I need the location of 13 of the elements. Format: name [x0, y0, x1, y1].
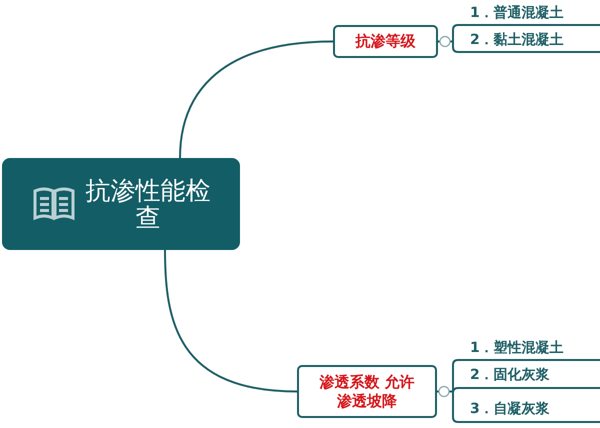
topic-text: 2．黏土混凝土 — [470, 30, 564, 48]
topic-text: 抗渗性能检查 — [86, 176, 210, 232]
topic-text: 1．塑性混凝土 — [470, 339, 564, 357]
topic-box — [297, 365, 437, 418]
topic-box — [333, 25, 438, 58]
topic-text: 2．固化灰浆 — [470, 366, 550, 384]
topic-text: 1．普通混凝土 — [470, 4, 564, 22]
topic-text: 3．自凝灰浆 — [470, 400, 550, 418]
connector-line — [164, 250, 298, 392]
topic-text: 抗渗等级 — [356, 32, 416, 51]
topic-text: 渗透系数 允许渗透坡降 — [318, 372, 416, 410]
connector-line — [179, 40, 334, 158]
root-topic-box — [2, 158, 240, 250]
